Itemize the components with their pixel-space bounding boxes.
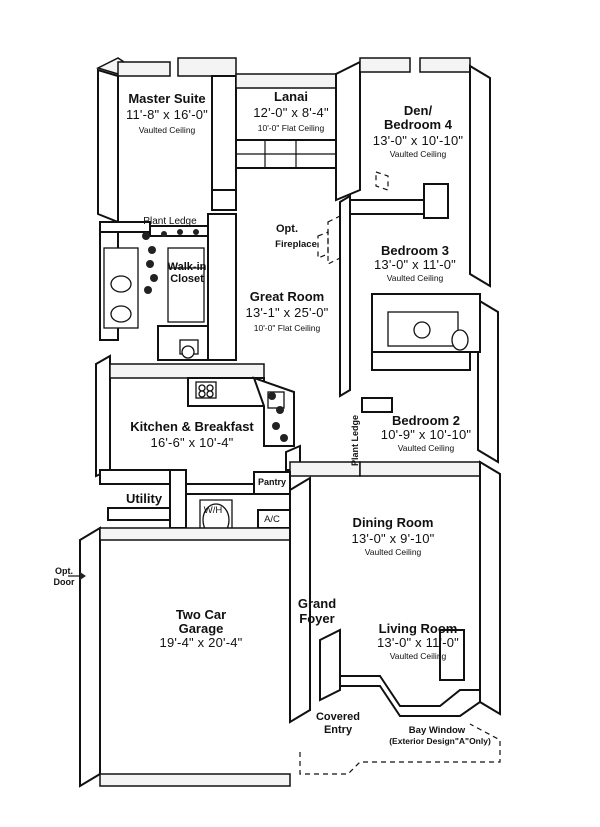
plant-ledge-side-label: Plant Ledge bbox=[350, 414, 360, 466]
bedroom2-ceiling: Vaulted Ceiling bbox=[397, 443, 455, 453]
walk-in-closet-label-line2: Closet bbox=[170, 273, 204, 285]
great-room-name: Great Room bbox=[249, 289, 325, 304]
utility-label: Utility bbox=[125, 491, 163, 506]
opt-fireplace-label-line2: Fireplace bbox=[275, 239, 317, 250]
plant-ledge-top-label: Plant Ledge bbox=[143, 216, 197, 227]
kitchen-dims: 16'-6" x 10'-4" bbox=[150, 435, 234, 450]
den-name-line2: Bedroom 4 bbox=[384, 117, 452, 132]
garage-name: Two Car bbox=[175, 607, 227, 622]
fixtures bbox=[68, 171, 469, 580]
opt-door-label-line2: Door bbox=[53, 577, 75, 587]
ac-label: A/C bbox=[264, 514, 280, 525]
den-ceiling: Vaulted Ceiling bbox=[389, 149, 447, 159]
opt-door-label: Opt. bbox=[55, 566, 73, 576]
den-name: Den/ bbox=[403, 103, 433, 118]
water-heater-label: W/H bbox=[203, 505, 223, 516]
kitchen-name: Kitchen & Breakfast bbox=[130, 419, 254, 434]
living-room-ceiling: Vaulted Ceiling bbox=[389, 651, 447, 661]
living-room-dims: 13'-0" x 11'-0" bbox=[377, 635, 459, 650]
pantry-label: Pantry bbox=[257, 477, 287, 487]
grand-foyer-label-line2: Foyer bbox=[299, 611, 335, 626]
great-room-ceiling: 10'-0" Flat Ceiling bbox=[253, 323, 321, 333]
master-suite-name: Master Suite bbox=[128, 91, 206, 106]
lanai-dims: 12'-0" x 8'-4" bbox=[253, 105, 329, 120]
garage-name-line2: Garage bbox=[178, 621, 224, 636]
lanai-name: Lanai bbox=[274, 89, 308, 104]
bedroom2-name: Bedroom 2 bbox=[392, 413, 460, 428]
bedroom3-ceiling: Vaulted Ceiling bbox=[386, 273, 444, 283]
dining-room-ceiling: Vaulted Ceiling bbox=[364, 547, 422, 557]
bay-window-label: Bay Window bbox=[408, 725, 466, 736]
master-suite-dims: 11'-8" x 16'-0" bbox=[126, 107, 208, 122]
walk-in-closet-label: Walk-in bbox=[167, 261, 207, 273]
bedroom3-name: Bedroom 3 bbox=[381, 243, 449, 258]
den-dims: 13'-0" x 10'-10" bbox=[372, 133, 464, 148]
master-suite-ceiling: Vaulted Ceiling bbox=[138, 125, 196, 135]
living-room-name: Living Room bbox=[378, 621, 458, 636]
covered-entry-label-line2: Entry bbox=[323, 724, 353, 736]
plant-ledge-plants bbox=[142, 229, 288, 442]
lanai-ceiling: 10'-0" Flat Ceiling bbox=[257, 123, 325, 133]
covered-entry-label: Covered bbox=[315, 711, 361, 723]
great-room-dims: 13'-1" x 25'-0" bbox=[245, 305, 329, 320]
dining-room-name: Dining Room bbox=[352, 515, 434, 530]
garage-dims: 19'-4" x 20'-4" bbox=[159, 635, 243, 650]
bedroom3-dims: 13'-0" x 11'-0" bbox=[374, 257, 456, 272]
dining-room-dims: 13'-0" x 9'-10" bbox=[351, 531, 435, 546]
grand-foyer-label: Grand bbox=[297, 596, 337, 611]
opt-fireplace-label: Opt. bbox=[276, 223, 298, 235]
bay-window-note: (Exterior Design"A"Only) bbox=[389, 736, 491, 746]
bedroom2-dims: 10'-9" x 10'-10" bbox=[380, 427, 472, 442]
